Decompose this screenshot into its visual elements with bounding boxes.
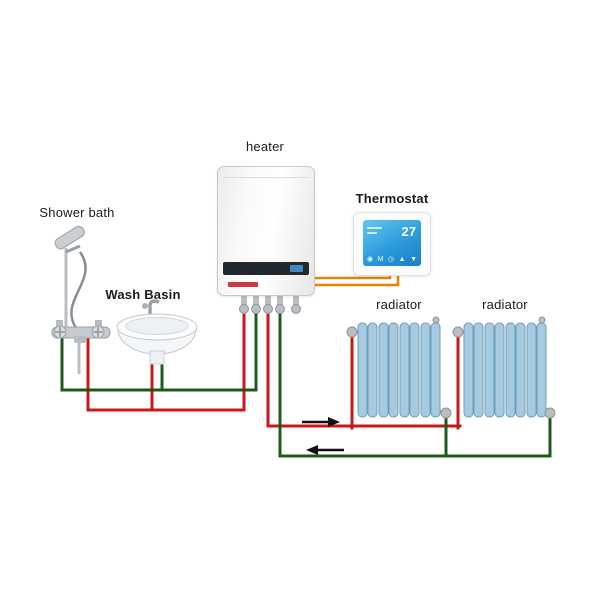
power-icon[interactable]: ◉: [367, 256, 374, 263]
radiator-fin: [430, 322, 441, 418]
radiator-inlet-valve: [346, 326, 358, 338]
shower-bath-label: Shower bath: [39, 205, 115, 220]
radiator-fin: [420, 322, 431, 418]
return-pipe-radiator2-drop: [542, 410, 552, 458]
manifold-stub: [241, 292, 247, 306]
basin-trap: [149, 350, 165, 365]
radiator-fin: [505, 322, 516, 418]
manifold-stub: [265, 292, 271, 306]
mixer-handle-left-cross: [55, 327, 65, 337]
thermostat-status-mark: [367, 232, 377, 234]
radiator-right-label: radiator: [482, 297, 528, 312]
return-pipe-radiator1-drop: [438, 410, 448, 458]
manifold-valve: [239, 304, 249, 314]
manifold-stub: [293, 292, 299, 306]
manifold-valve: [275, 304, 285, 314]
radiator-fin: [494, 322, 505, 418]
mode-icon[interactable]: M: [377, 256, 384, 263]
radiator-left-valves: [346, 316, 452, 419]
thermostat-label: Thermostat: [355, 191, 429, 206]
hot-pipe-left-branch: [86, 294, 246, 412]
thermostat-status-mark: [367, 227, 382, 229]
radiator-return-valve: [440, 407, 452, 419]
manifold-stub: [277, 292, 283, 306]
radiator-fin: [357, 322, 368, 418]
down-icon[interactable]: ▼: [410, 256, 417, 263]
basin-faucet-handle: [142, 303, 148, 309]
return-pipe-left-branch: [60, 294, 258, 392]
flow-arrow-right-head: [328, 417, 340, 427]
radiator-fin: [473, 322, 484, 418]
radiator-fin: [378, 322, 389, 418]
up-icon[interactable]: ▲: [398, 256, 406, 263]
radiator-fin: [484, 322, 495, 418]
boiler: [217, 166, 315, 296]
radiator-fin: [399, 322, 410, 418]
radiator-fin: [463, 322, 474, 418]
radiator-right-unit: [463, 322, 547, 418]
radiator-left-unit: [357, 322, 441, 418]
radiator-fin: [536, 322, 547, 418]
shower-assembly: [51, 225, 111, 374]
radiator-bleed-valve: [432, 316, 440, 324]
basin-bowl-inner: [125, 317, 189, 335]
heater-label: heater: [245, 139, 285, 154]
boiler-display: [290, 265, 303, 272]
hot-pipe-radiator-main: [266, 294, 462, 428]
radiator-fin: [367, 322, 378, 418]
radiator-return-valve: [544, 407, 556, 419]
radiator-inlet-valve: [452, 326, 464, 338]
boiler-control-panel: [223, 262, 309, 275]
radiator-fin: [515, 322, 526, 418]
boiler-manifold: [239, 292, 301, 314]
radiator-bleed-valve: [538, 316, 546, 324]
wash-basin-label: Wash Basin: [105, 287, 181, 302]
flow-arrow-left: [306, 445, 344, 455]
mixer-handle-right-cross: [93, 327, 103, 337]
radiator-right-valves: [452, 316, 556, 419]
thermostat-buttons: ◉ M ◷ ▲ ▼: [367, 256, 417, 263]
flow-arrow-right: [302, 417, 340, 427]
boiler-seam: [223, 177, 309, 178]
radiator-fin: [526, 322, 537, 418]
manifold-valve: [291, 304, 301, 314]
shower-head: [54, 225, 85, 250]
mixer-spout: [74, 336, 86, 343]
mixer-wall-stub: [56, 320, 63, 329]
manifold-valve: [263, 304, 273, 314]
mixer-wall-stub: [95, 320, 102, 329]
return-pipe-radiator-main: [278, 294, 552, 458]
radiator-fin: [409, 322, 420, 418]
shower-hose: [70, 251, 87, 329]
basin-faucet: [148, 299, 160, 318]
thermostat-device: 27 ◉ M ◷ ▲ ▼: [353, 212, 431, 276]
shower-head-arm: [65, 244, 81, 254]
flow-arrow-left-head: [306, 445, 318, 455]
clock-icon[interactable]: ◷: [387, 256, 395, 263]
boiler-logo: [228, 282, 258, 287]
thermostat-screen: 27 ◉ M ◷ ▲ ▼: [363, 220, 421, 266]
manifold-valve: [251, 304, 261, 314]
radiator-fin: [388, 322, 399, 418]
manifold-stub: [253, 292, 259, 306]
thermostat-temperature: 27: [401, 224, 416, 239]
wash-basin-fixture: [116, 299, 198, 365]
radiator-left-label: radiator: [376, 297, 422, 312]
